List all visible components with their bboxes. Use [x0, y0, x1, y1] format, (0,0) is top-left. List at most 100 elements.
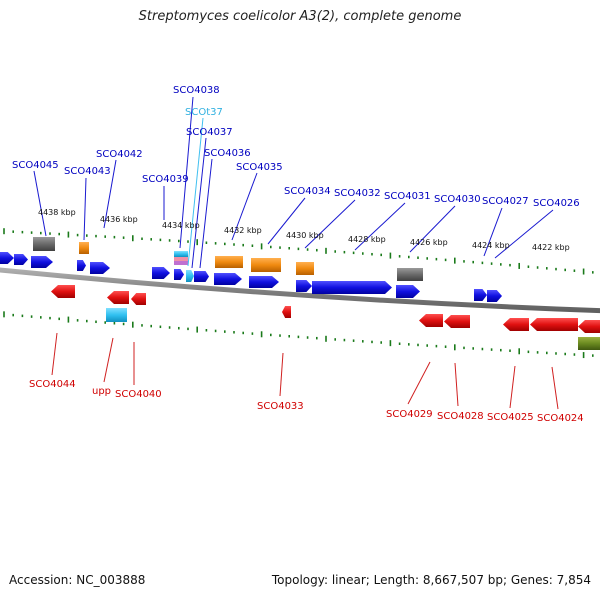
forward-gene [174, 269, 184, 280]
gene-features [0, 237, 600, 350]
gene-label-sco4044: SCO4044 [29, 379, 76, 390]
gene-label-sco4032: SCO4032 [334, 188, 381, 199]
rna-feature [251, 258, 281, 272]
label-leader-line [199, 158, 213, 269]
label-leader-line [407, 361, 431, 405]
reverse-gene [282, 306, 291, 318]
topology-text: Topology: linear; Length: 8,667,507 bp; … [271, 573, 591, 587]
trna-feature [174, 251, 188, 257]
scale-label: 4428 kbp [348, 235, 386, 244]
label-leader-line [551, 366, 559, 410]
trna-gene [186, 270, 194, 282]
gene-label-sco4037: SCO4037 [186, 127, 233, 138]
rna-feature [79, 242, 89, 254]
gene-label-sco4039: SCO4039 [142, 174, 189, 185]
other-feature [578, 337, 600, 350]
scale-label: 4436 kbp [100, 215, 138, 224]
gene-label-sco4027: SCO4027 [482, 196, 529, 207]
label-leader-line [231, 172, 258, 241]
forward-gene [474, 289, 487, 301]
gene-label-sco4028: SCO4028 [437, 411, 484, 422]
label-leader-line [179, 96, 194, 249]
forward-gene [152, 267, 170, 279]
label-leader-line [279, 352, 284, 397]
gene-label-sco4030: SCO4030 [434, 194, 481, 205]
gene-label-sco4034: SCO4034 [284, 186, 331, 197]
rna-feature [215, 256, 243, 268]
gene-label-sco4035: SCO4035 [236, 162, 283, 173]
ruler-ticks [3, 228, 594, 359]
forward-gene [77, 260, 86, 271]
forward-gene [199, 271, 209, 282]
reverse-gene [578, 320, 600, 333]
forward-gene [296, 280, 312, 292]
misc-feature [174, 261, 188, 265]
scale-labels: 4438 kbp 4436 kbp 4434 kbp 4432 kbp 4430… [38, 208, 570, 252]
scale-label: 4430 kbp [286, 231, 324, 240]
chromosome-backbone [0, 267, 600, 314]
gene-label-sco4045: SCO4045 [12, 160, 59, 171]
label-leader-line [454, 362, 459, 407]
forward-gene [214, 273, 242, 285]
forward-gene [90, 262, 110, 274]
gene-label-sco4040: SCO4040 [115, 389, 162, 400]
gene-label-sco4043: SCO4043 [64, 166, 111, 177]
forward-gene-labels: SCO4045 SCO4043 SCO4042 SCO4039 SCO4038 … [12, 85, 580, 209]
forward-gene [396, 285, 420, 298]
gene-label-sco4031: SCO4031 [384, 191, 431, 202]
forward-gene [14, 254, 28, 265]
label-leader-line [483, 207, 503, 257]
forward-gene [249, 276, 279, 288]
scale-label: 4434 kbp [162, 221, 200, 230]
label-leader-line [51, 332, 58, 376]
scale-label: 4424 kbp [472, 241, 510, 250]
gene-label-sco4038: SCO4038 [173, 85, 220, 96]
reverse-gene [444, 315, 470, 328]
label-leader-line [191, 137, 207, 269]
forward-gene [31, 256, 53, 268]
label-leaders [33, 96, 559, 410]
map-title: Streptomyces coelicolor A3(2), complete … [138, 9, 462, 24]
rna-feature [296, 262, 314, 275]
reverse-gene [530, 318, 578, 331]
forward-gene [312, 281, 392, 294]
label-leader-line [267, 197, 306, 245]
label-leader-line [494, 209, 554, 259]
gene-label-sco4026: SCO4026 [533, 198, 580, 209]
label-leader-line [409, 205, 456, 253]
label-leader-line [103, 159, 117, 229]
gene-label-sco4033: SCO4033 [257, 401, 304, 412]
reverse-gene-labels: SCO4044 upp SCO4040 SCO4033 SCO4029 SCO4… [29, 379, 584, 424]
gene-label-sco4036: SCO4036 [204, 148, 251, 159]
gene-label-sco4042: SCO4042 [96, 149, 143, 160]
reverse-gene [131, 293, 146, 305]
misc-feature [174, 257, 188, 261]
forward-gene [0, 252, 14, 264]
scale-label: 4426 kbp [410, 238, 448, 247]
accession-text: Accession: NC_003888 [9, 573, 146, 587]
label-leader-line [187, 117, 204, 267]
label-leader-line [354, 202, 406, 251]
reverse-gene [503, 318, 529, 331]
pseudo-gene [33, 237, 55, 251]
scale-label: 4432 kbp [224, 226, 262, 235]
gene-label-sco4029: SCO4029 [386, 409, 433, 420]
reverse-gene [419, 314, 443, 327]
forward-gene [487, 290, 502, 302]
scale-label: 4422 kbp [532, 243, 570, 252]
gene-label-sco4024: SCO4024 [537, 413, 584, 424]
label-leader-line [33, 170, 47, 237]
trna-feature [106, 308, 127, 322]
label-leader-line [304, 199, 356, 249]
reverse-gene [51, 285, 75, 298]
scale-label: 4438 kbp [38, 208, 76, 217]
gene-label-sco4025: SCO4025 [487, 412, 534, 423]
label-leader-line [103, 337, 114, 383]
gene-label-upp: upp [92, 386, 111, 397]
gene-label-scot37: SCOt37 [185, 107, 223, 118]
label-leader-line [83, 177, 87, 241]
reverse-gene [107, 291, 129, 304]
pseudo-gene [397, 268, 423, 281]
label-leader-line [509, 365, 516, 409]
